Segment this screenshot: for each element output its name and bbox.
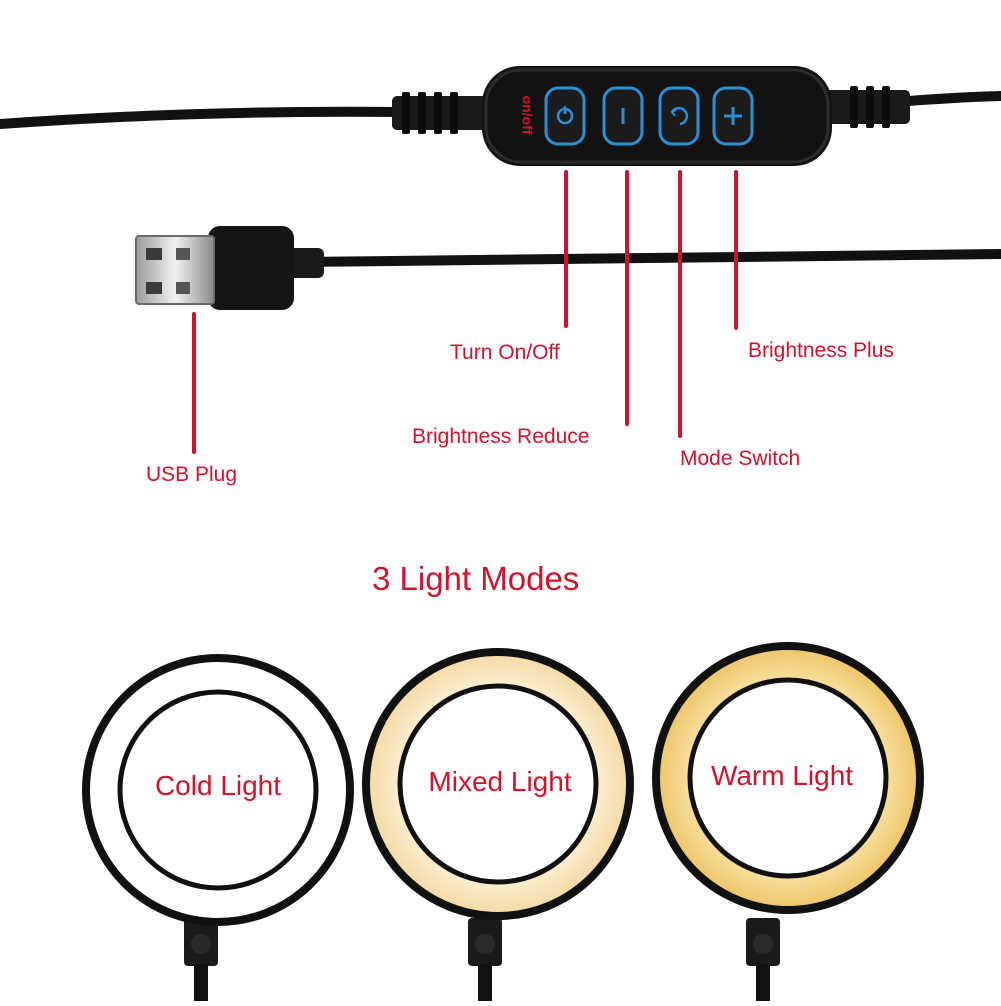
usb-plug	[135, 226, 294, 310]
modes-heading: 3 Light Modes	[372, 560, 580, 597]
brightness-plus-button[interactable]	[712, 86, 754, 146]
ring-warm	[652, 642, 924, 1001]
mode-switch-button[interactable]	[658, 86, 700, 146]
upper-cable	[0, 86, 1001, 134]
inline-controller	[482, 66, 832, 166]
plus-icon	[724, 107, 742, 125]
callout-turn-on-off: Turn On/Off	[450, 341, 560, 364]
callout-brightness-plus: Brightness Plus	[748, 339, 894, 362]
ring-cold	[82, 654, 354, 1001]
mode-label-cold: Cold Light	[154, 770, 282, 801]
mode-label-warm: Warm Light	[710, 760, 854, 791]
strain-relief-right	[820, 86, 910, 128]
callout-lines	[192, 170, 738, 454]
callout-mode-switch: Mode Switch	[680, 447, 801, 470]
callout-usb-plug: USB Plug	[146, 463, 238, 486]
callout-brightness-reduce: Brightness Reduce	[412, 425, 590, 448]
strain-relief-left	[392, 92, 490, 134]
mode-icon	[670, 106, 689, 126]
power-button[interactable]	[544, 86, 586, 146]
mode-label-mixed: Mixed Light	[428, 766, 572, 797]
ring-mixed	[362, 648, 634, 1001]
usb-cable	[282, 248, 1001, 278]
power-icon	[556, 106, 574, 125]
onoff-text: on/off	[519, 95, 536, 135]
brightness-reduce-button[interactable]	[602, 86, 644, 146]
